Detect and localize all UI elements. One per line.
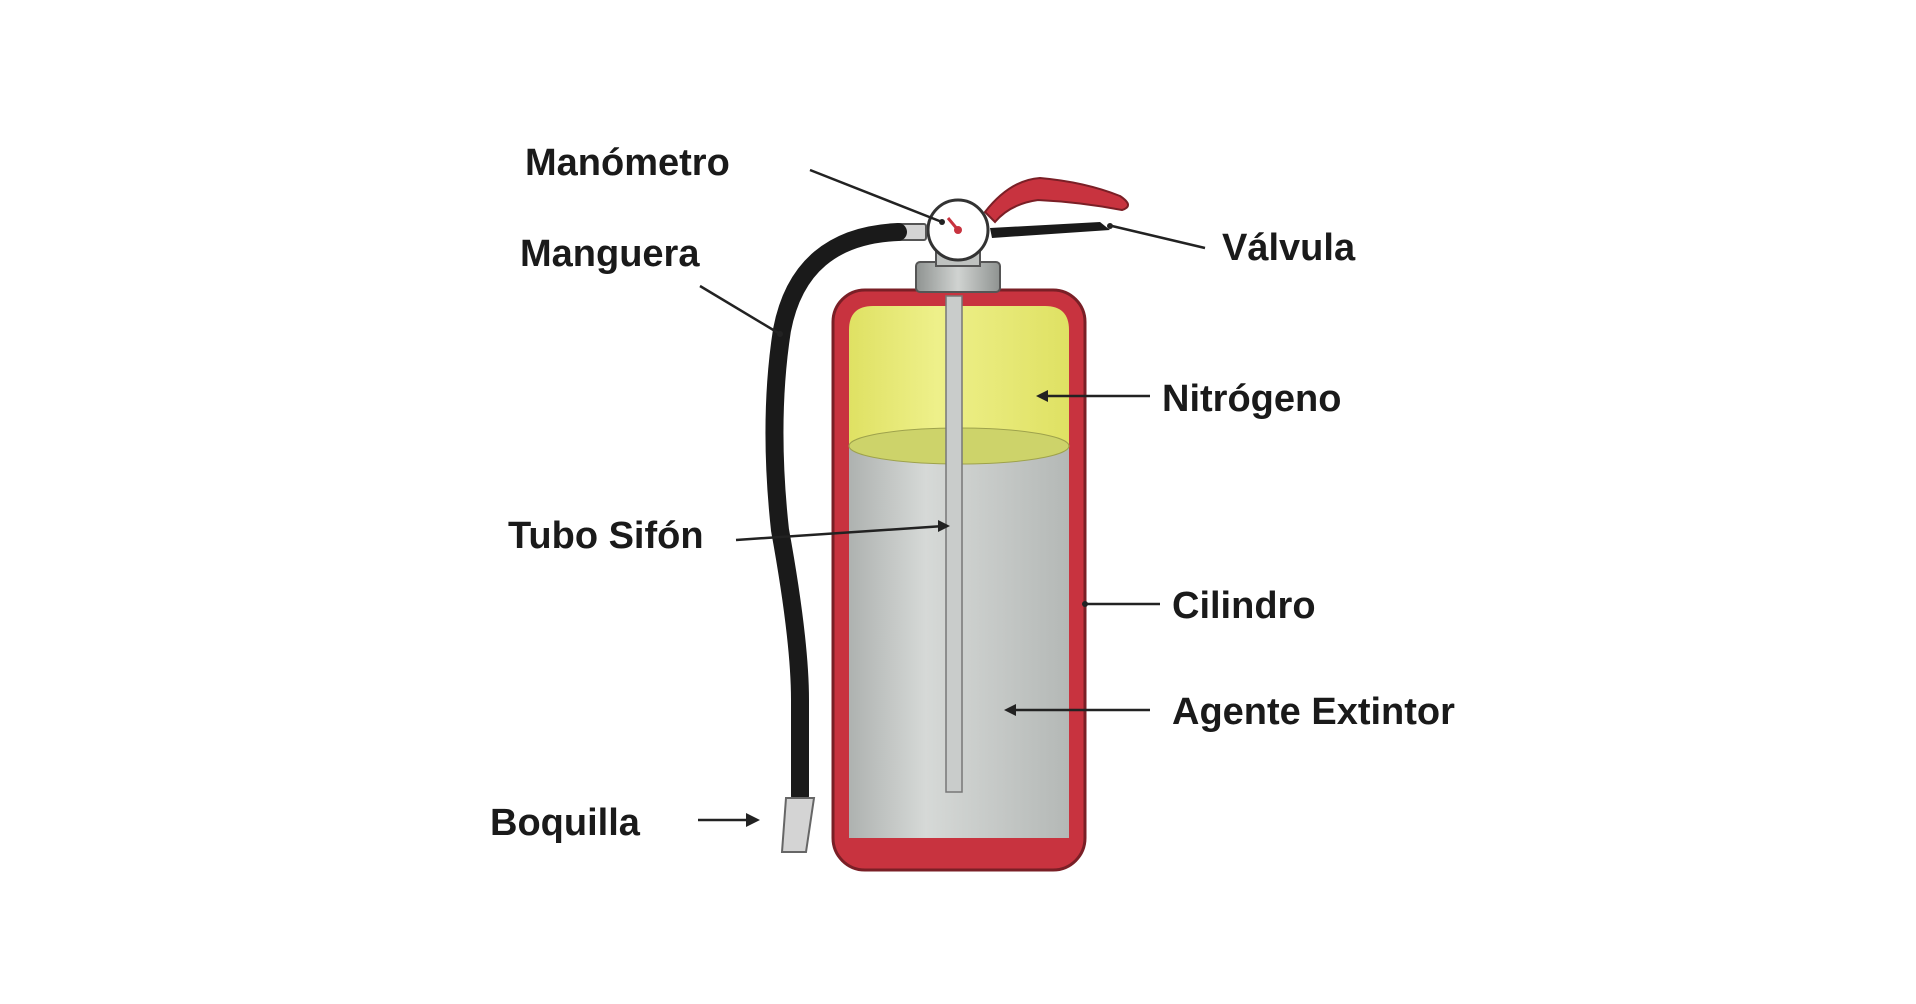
gauge-pivot [954,226,962,234]
leader-tubo-sifon [735,524,945,542]
hose [765,223,907,805]
label-tubo-sifon: Tubo Sifón [508,515,704,557]
label-manguera: Manguera [520,233,700,275]
leader-valvula [1111,224,1206,250]
label-valvula: Válvula [1222,227,1356,269]
nozzle [780,797,816,853]
leader-arrowheads [746,219,1113,827]
valve-bar [990,222,1110,238]
siphon-tube [945,295,963,793]
leader-lines [698,168,1206,822]
label-cilindro: Cilindro [1172,585,1316,627]
label-agente-extintor: Agente Extintor [1172,691,1455,733]
handle-lever [983,176,1129,224]
leader-manguera [699,284,781,336]
label-boquilla: Boquilla [490,802,641,844]
label-manometro: Manómetro [525,142,730,184]
leader-manometro [809,168,943,224]
label-nitrogeno: Nitrógeno [1162,378,1341,420]
